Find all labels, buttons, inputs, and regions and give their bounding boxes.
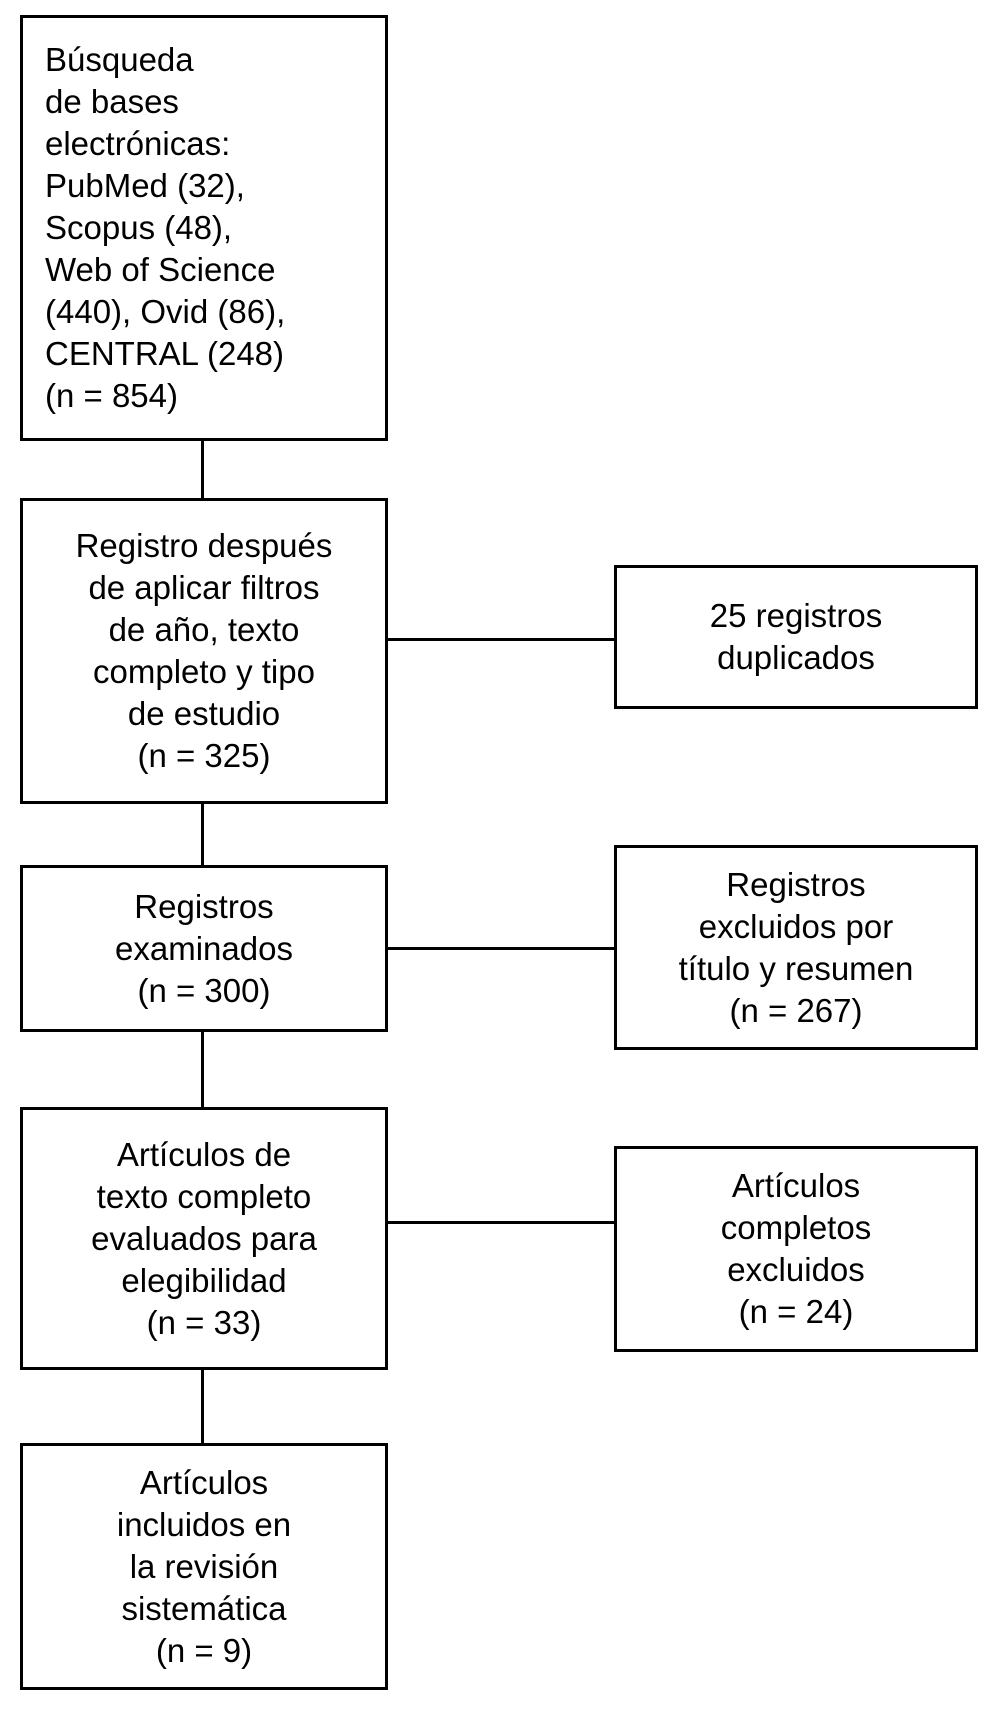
connector-filtered-to-duplicates <box>388 638 614 641</box>
side-box-duplicates-text: 25 registros duplicados <box>709 597 883 676</box>
flow-box-filtered-text: Registro después de aplicar filtros de a… <box>75 527 333 774</box>
flow-box-fulltext-assessed-text: Artículos de texto completo evaluados pa… <box>91 1135 317 1341</box>
side-box-excluded-title-abstract: Registros excluidos por título y resumen… <box>614 845 978 1050</box>
flow-box-fulltext-assessed: Artículos de texto completo evaluados pa… <box>20 1107 388 1370</box>
side-box-excluded-title-abstract-text: Registros excluidos por título y resumen… <box>678 865 914 1029</box>
side-box-fulltext-excluded-text: Artículos completos excluidos (n = 24) <box>720 1167 872 1330</box>
connector-screened-to-fulltext <box>201 1032 204 1107</box>
connector-search-to-filtered <box>201 441 204 498</box>
connector-fulltext-to-excluded <box>388 1221 614 1224</box>
flow-box-included: Artículos incluidos en la revisión siste… <box>20 1443 388 1690</box>
side-box-duplicates: 25 registros duplicados <box>614 565 978 709</box>
connector-screened-to-excluded <box>388 947 614 950</box>
flow-box-screened: Registros examinados (n = 300) <box>20 865 388 1032</box>
flow-box-search: Búsqueda de bases electrónicas: PubMed (… <box>20 15 388 441</box>
flow-box-included-text: Artículos incluidos en la revisión siste… <box>116 1463 292 1669</box>
connector-filtered-to-screened <box>201 804 204 865</box>
flow-box-filtered: Registro después de aplicar filtros de a… <box>20 498 388 804</box>
flow-box-search-text: Búsqueda de bases electrónicas: PubMed (… <box>45 41 286 414</box>
connector-fulltext-to-included <box>201 1370 204 1443</box>
flow-box-screened-text: Registros examinados (n = 300) <box>115 887 293 1009</box>
side-box-fulltext-excluded: Artículos completos excluidos (n = 24) <box>614 1146 978 1352</box>
